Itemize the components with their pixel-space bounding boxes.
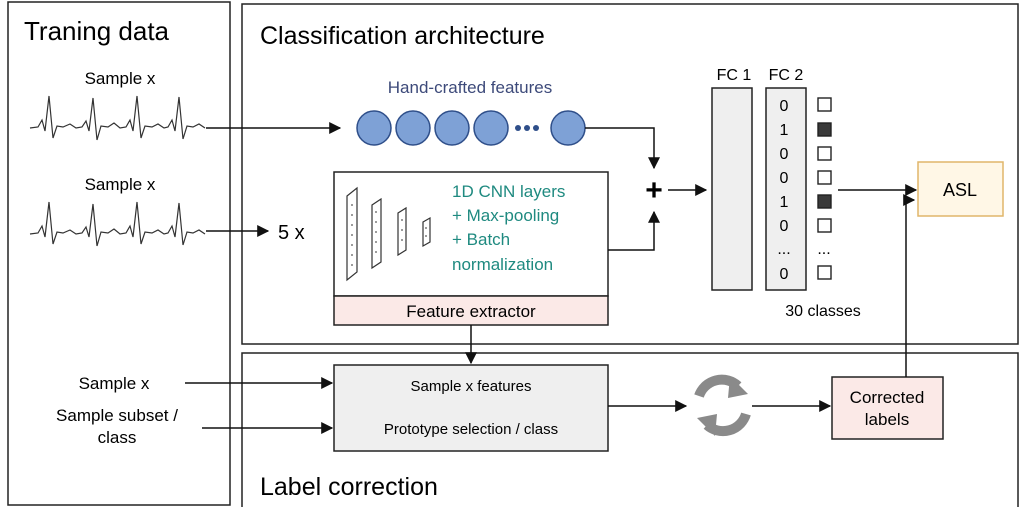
fc2-values: 0 1 0 0 1 0 ... 0 — [777, 98, 790, 283]
corrected-labels-box — [831, 376, 944, 440]
class-box — [817, 265, 832, 280]
classification-title: Classification architecture — [260, 22, 545, 50]
classification-panel — [241, 3, 1019, 345]
asl-label: ASL — [943, 180, 977, 200]
arrow-handcrafted-to-sum — [585, 127, 660, 170]
class-box-active — [817, 194, 832, 209]
refresh-cycle-arrowheads — [697, 376, 748, 436]
class-box — [817, 146, 832, 161]
corrected-label-line1: Corrected — [850, 388, 925, 407]
feature-ellipsis-dots — [515, 125, 539, 131]
class-box-active — [817, 122, 832, 137]
fc2-value: ... — [777, 241, 790, 258]
arrow-cnn-to-sum — [608, 210, 660, 251]
fc2-value: 0 — [780, 146, 789, 163]
fc1-box — [711, 87, 753, 291]
class-ellipsis: ... — [817, 241, 830, 258]
class-box — [817, 97, 832, 112]
prototype-selection-label: Prototype selection / class — [384, 421, 558, 438]
cnn-layers-dots — [351, 204, 427, 266]
cnn-title: 1D CNN layers — [452, 182, 565, 201]
training-panel — [7, 1, 231, 506]
cnn-layers-icon — [346, 186, 431, 282]
label-correction-panel — [241, 352, 1019, 507]
handcrafted-label: Hand-crafted features — [388, 78, 552, 97]
subset-label-line1: Sample subset / — [56, 406, 178, 425]
label-correction-box — [333, 364, 609, 452]
feature-circle — [356, 110, 392, 146]
class-box — [817, 218, 832, 233]
ecg-signal-top — [29, 95, 206, 141]
training-title: Traning data — [24, 16, 170, 46]
fc2-value: 0 — [780, 266, 789, 283]
fc2-value: 1 — [780, 122, 789, 139]
feature-circle — [550, 110, 586, 146]
sample-label-low: Sample x — [79, 374, 150, 393]
cnn-batch: + Batch — [452, 230, 510, 249]
fc2-value: 0 — [780, 98, 789, 115]
feature-circle — [473, 110, 509, 146]
sample-features-label: Sample x features — [411, 378, 532, 395]
label-correction-title: Label correction — [260, 473, 438, 501]
corrected-label-line2: labels — [865, 410, 909, 429]
sum-symbol: + — [645, 174, 663, 207]
feature-circle — [395, 110, 431, 146]
asl-box — [917, 161, 1004, 217]
fc2-value: 0 — [780, 170, 789, 187]
class-box — [817, 170, 832, 185]
fc2-value: 0 — [780, 218, 789, 235]
subset-label-line2: class — [98, 428, 137, 447]
feature-extractor-label: Feature extractor — [406, 302, 536, 321]
feature-extractor-box — [333, 295, 609, 326]
fc2-value: 1 — [780, 194, 789, 211]
fc2-box — [765, 87, 807, 291]
fc1-label: FC 1 — [717, 67, 752, 84]
feature-circle — [434, 110, 470, 146]
ecg-signal-mid — [29, 201, 206, 247]
class-output-boxes — [817, 97, 832, 280]
classes-label: 30 classes — [785, 303, 861, 320]
sample-label-mid: Sample x — [85, 175, 156, 194]
cnn-maxpool: + Max-pooling — [452, 206, 559, 225]
handcrafted-feature-circles — [356, 110, 586, 146]
cnn-normalization: normalization — [452, 255, 553, 274]
sample-label-top: Sample x — [85, 69, 156, 88]
repeat-label: 5 x — [278, 222, 305, 244]
fc2-label: FC 2 — [769, 67, 804, 84]
